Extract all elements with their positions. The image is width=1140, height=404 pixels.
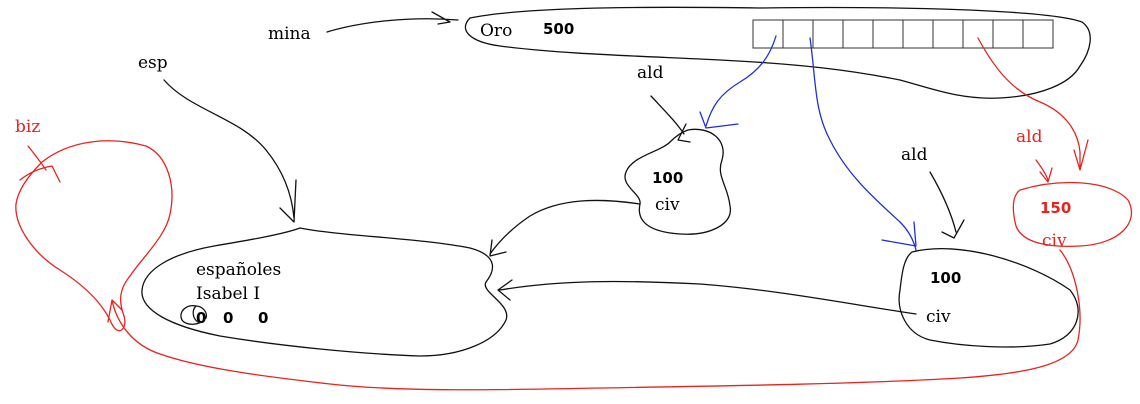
slot-pointer-to-village-right: [809, 37, 917, 251]
ald-top-arrow: [650, 95, 685, 135]
slot-array: [752, 19, 1054, 49]
village-red-blob: [1012, 182, 1133, 248]
biz-label: biz: [15, 117, 40, 137]
village-top-blob: [624, 128, 731, 235]
mine-blob-outline: [464, 6, 1091, 99]
count-circle-scribble: [180, 305, 208, 325]
mine-value-text: 500: [543, 20, 574, 38]
ald-top-label: ald: [637, 63, 664, 83]
slot-pointer-to-village-red: [977, 37, 1089, 171]
civilization-leader: Isabel I: [196, 284, 260, 304]
ald-mid-arrow: [929, 171, 965, 239]
civilization-count-1: 0: [196, 309, 206, 327]
ald-red-label: ald: [1016, 127, 1043, 147]
village-top-field: civ: [655, 195, 680, 215]
village-red-value: 150: [1040, 199, 1071, 217]
civilization-count-3: 0: [258, 309, 268, 327]
esp-label: esp: [138, 53, 168, 73]
village-right-value: 100: [930, 269, 961, 287]
civilization-blob: [141, 227, 508, 357]
civilization-count-2: 0: [223, 309, 233, 327]
ald-red-arrow: [1035, 159, 1053, 183]
village-top-value: 100: [652, 169, 683, 187]
village-right-blob: [898, 248, 1079, 348]
village-red-field: civ: [1042, 231, 1067, 251]
slot-pointer-to-village-top: [699, 35, 777, 129]
mina-label: mina: [268, 24, 311, 44]
village-right-field: civ: [926, 307, 951, 327]
ald-mid-label: ald: [901, 145, 928, 165]
village-top-arrow-head: [677, 123, 691, 143]
biz-arrow: [19, 145, 61, 183]
mine-name-text: Oro: [480, 21, 512, 41]
village-red-civ-pointer: [107, 249, 1081, 391]
civilization-name: españoles: [196, 260, 281, 280]
village-top-civ-pointer: [489, 199, 641, 257]
esp-arrow: [163, 79, 297, 223]
slot-dividers: [782, 20, 1024, 48]
village-right-civ-pointer: [497, 279, 917, 315]
biz-outline: [15, 140, 173, 332]
mina-arrow: [326, 11, 459, 33]
